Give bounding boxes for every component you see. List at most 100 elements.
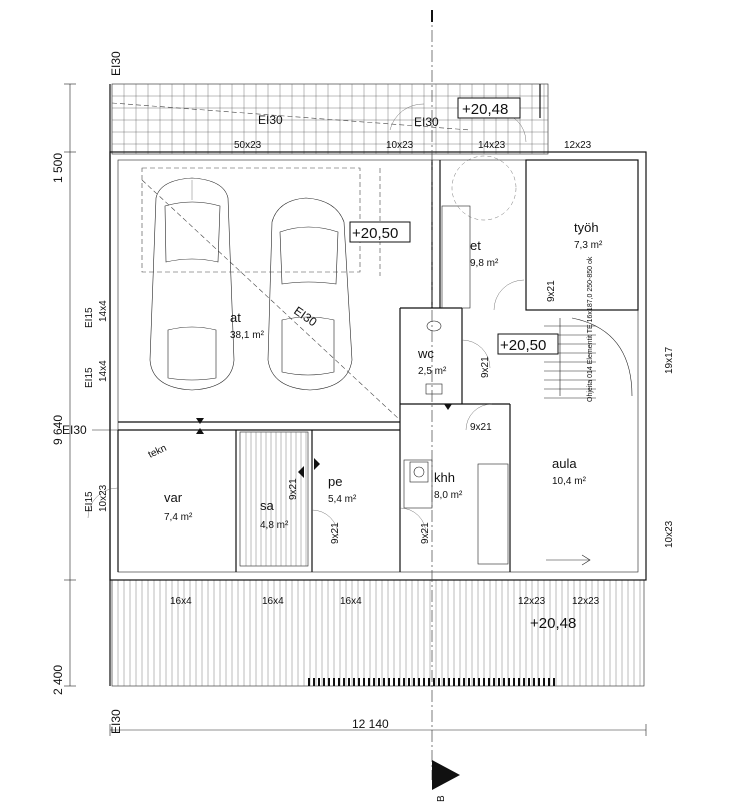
porch-canopy (111, 83, 549, 155)
door-d3: 9x21 (470, 422, 492, 433)
terrace-deck (111, 579, 645, 687)
room-study-area: 7,3 m² (574, 240, 603, 251)
deck-drain-tick (463, 678, 465, 686)
deck-drain-tick (393, 678, 395, 686)
deck-drain-tick (413, 678, 415, 686)
room-washroom-area: 5,4 m² (328, 494, 357, 505)
deck-drain-tick (423, 678, 425, 686)
window-w9: 10x23 (98, 484, 109, 512)
window-w8: 10x23 (664, 520, 675, 548)
deck-drain-tick (543, 678, 545, 686)
fire-class-garage: EI30 (291, 304, 320, 330)
deck-drain-tick (523, 678, 525, 686)
fire-class-top: EI30 (109, 51, 123, 76)
fire-class-left: EI30 (62, 423, 87, 437)
deck-drain-tick (478, 678, 480, 686)
section-mark: B (436, 795, 447, 802)
fire-class-door: EI30 (414, 115, 439, 129)
door-swings (87, 103, 527, 537)
deck-drain-tick (308, 678, 310, 686)
deck-drain-tick (438, 678, 440, 686)
window-w2: 10x23 (386, 140, 414, 151)
deck-drain-tick (473, 678, 475, 686)
deck-drain-tick (528, 678, 530, 686)
deck-drain-tick (358, 678, 360, 686)
deck-drain-tick (368, 678, 370, 686)
door-d2: 9x21 (480, 356, 491, 378)
deck-drain-tick (428, 678, 430, 686)
stair-note: Ohjeita 014 Elementit TE 16x187,0 250-85… (587, 256, 594, 402)
room-hall-area: 10,4 m² (552, 476, 587, 487)
deck-drain-tick (343, 678, 345, 686)
window-w13: 12x23 (518, 596, 546, 607)
room-sauna-area: 4,8 m² (260, 520, 289, 531)
dimension-terrace-depth: 2 400 (51, 665, 65, 695)
deck-drain-tick (348, 678, 350, 686)
label-tekn: tekn (147, 443, 169, 461)
deck-drain-tick (323, 678, 325, 686)
fire-class-wall-1: EI15 (84, 307, 95, 328)
room-garage-name: at (230, 310, 241, 325)
deck-drain-tick (453, 678, 455, 686)
window-w1: 50x23 (234, 140, 262, 151)
deck-drain-tick (313, 678, 315, 686)
level-garage: +20,50 (352, 225, 398, 242)
deck-drain-tick (383, 678, 385, 686)
deck-drain-tick (398, 678, 400, 686)
dimension-overall-width: 12 140 (352, 717, 389, 731)
deck-drain-tick (443, 678, 445, 686)
dimension-lines (64, 83, 647, 736)
room-hall-name: aula (552, 456, 577, 471)
level-hall: +20,50 (500, 337, 546, 354)
room-entrance-name: et (470, 238, 481, 253)
door-d1: 9x21 (546, 280, 557, 302)
car-left (149, 177, 235, 391)
sauna-slats (245, 432, 307, 566)
car-right (267, 197, 353, 391)
room-wc-name: wc (417, 346, 434, 361)
deck-drain-tick (508, 678, 510, 686)
deck-drain-tick (553, 678, 555, 686)
window-w12: 16x4 (340, 596, 362, 607)
deck-drain-tick (373, 678, 375, 686)
deck-drain-tick (468, 678, 470, 686)
deck-drain-tick (403, 678, 405, 686)
dimension-overall-depth: 9 640 (51, 415, 65, 445)
window-w6: 14x4 (98, 360, 109, 382)
deck-drain-tick (448, 678, 450, 686)
room-wc-area: 2,5 m² (418, 366, 447, 377)
deck-drain-tick (333, 678, 335, 686)
level-terrace: +20,48 (530, 615, 576, 632)
deck-drain-tick (503, 678, 505, 686)
exterior-walls (109, 84, 647, 686)
fire-class-wall-3: EI15 (84, 491, 95, 512)
room-storage-area: 7,4 m² (164, 512, 193, 523)
fire-class-bottom: EI30 (109, 709, 123, 734)
room-study-name: työh (574, 220, 599, 235)
deck-drain-tick (518, 678, 520, 686)
room-utility-area: 8,0 m² (434, 490, 463, 501)
room-utility-name: khh (434, 470, 455, 485)
window-w5: 14x4 (98, 300, 109, 322)
deck-drain-tick (488, 678, 490, 686)
room-storage-name: var (164, 490, 183, 505)
deck-drain-tick (538, 678, 540, 686)
deck-drain-tick (483, 678, 485, 686)
deck-drain-tick (498, 678, 500, 686)
deck-drain-tick (548, 678, 550, 686)
fire-class-porch: EI30 (258, 113, 283, 127)
room-washroom-name: pe (328, 474, 342, 489)
deck-drain-tick (353, 678, 355, 686)
deck-drain-tick (328, 678, 330, 686)
level-porch: +20,48 (462, 101, 508, 118)
deck-drain-tick (433, 678, 435, 686)
deck-drain-tick (458, 678, 460, 686)
room-sauna-name: sa (260, 498, 275, 513)
room-entrance-area: 9,8 m² (470, 258, 499, 269)
window-w14: 12x23 (572, 596, 600, 607)
window-w11: 16x4 (262, 596, 284, 607)
deck-drain-tick (513, 678, 515, 686)
window-w4: 12x23 (564, 140, 592, 151)
deck-drain-tick (338, 678, 340, 686)
